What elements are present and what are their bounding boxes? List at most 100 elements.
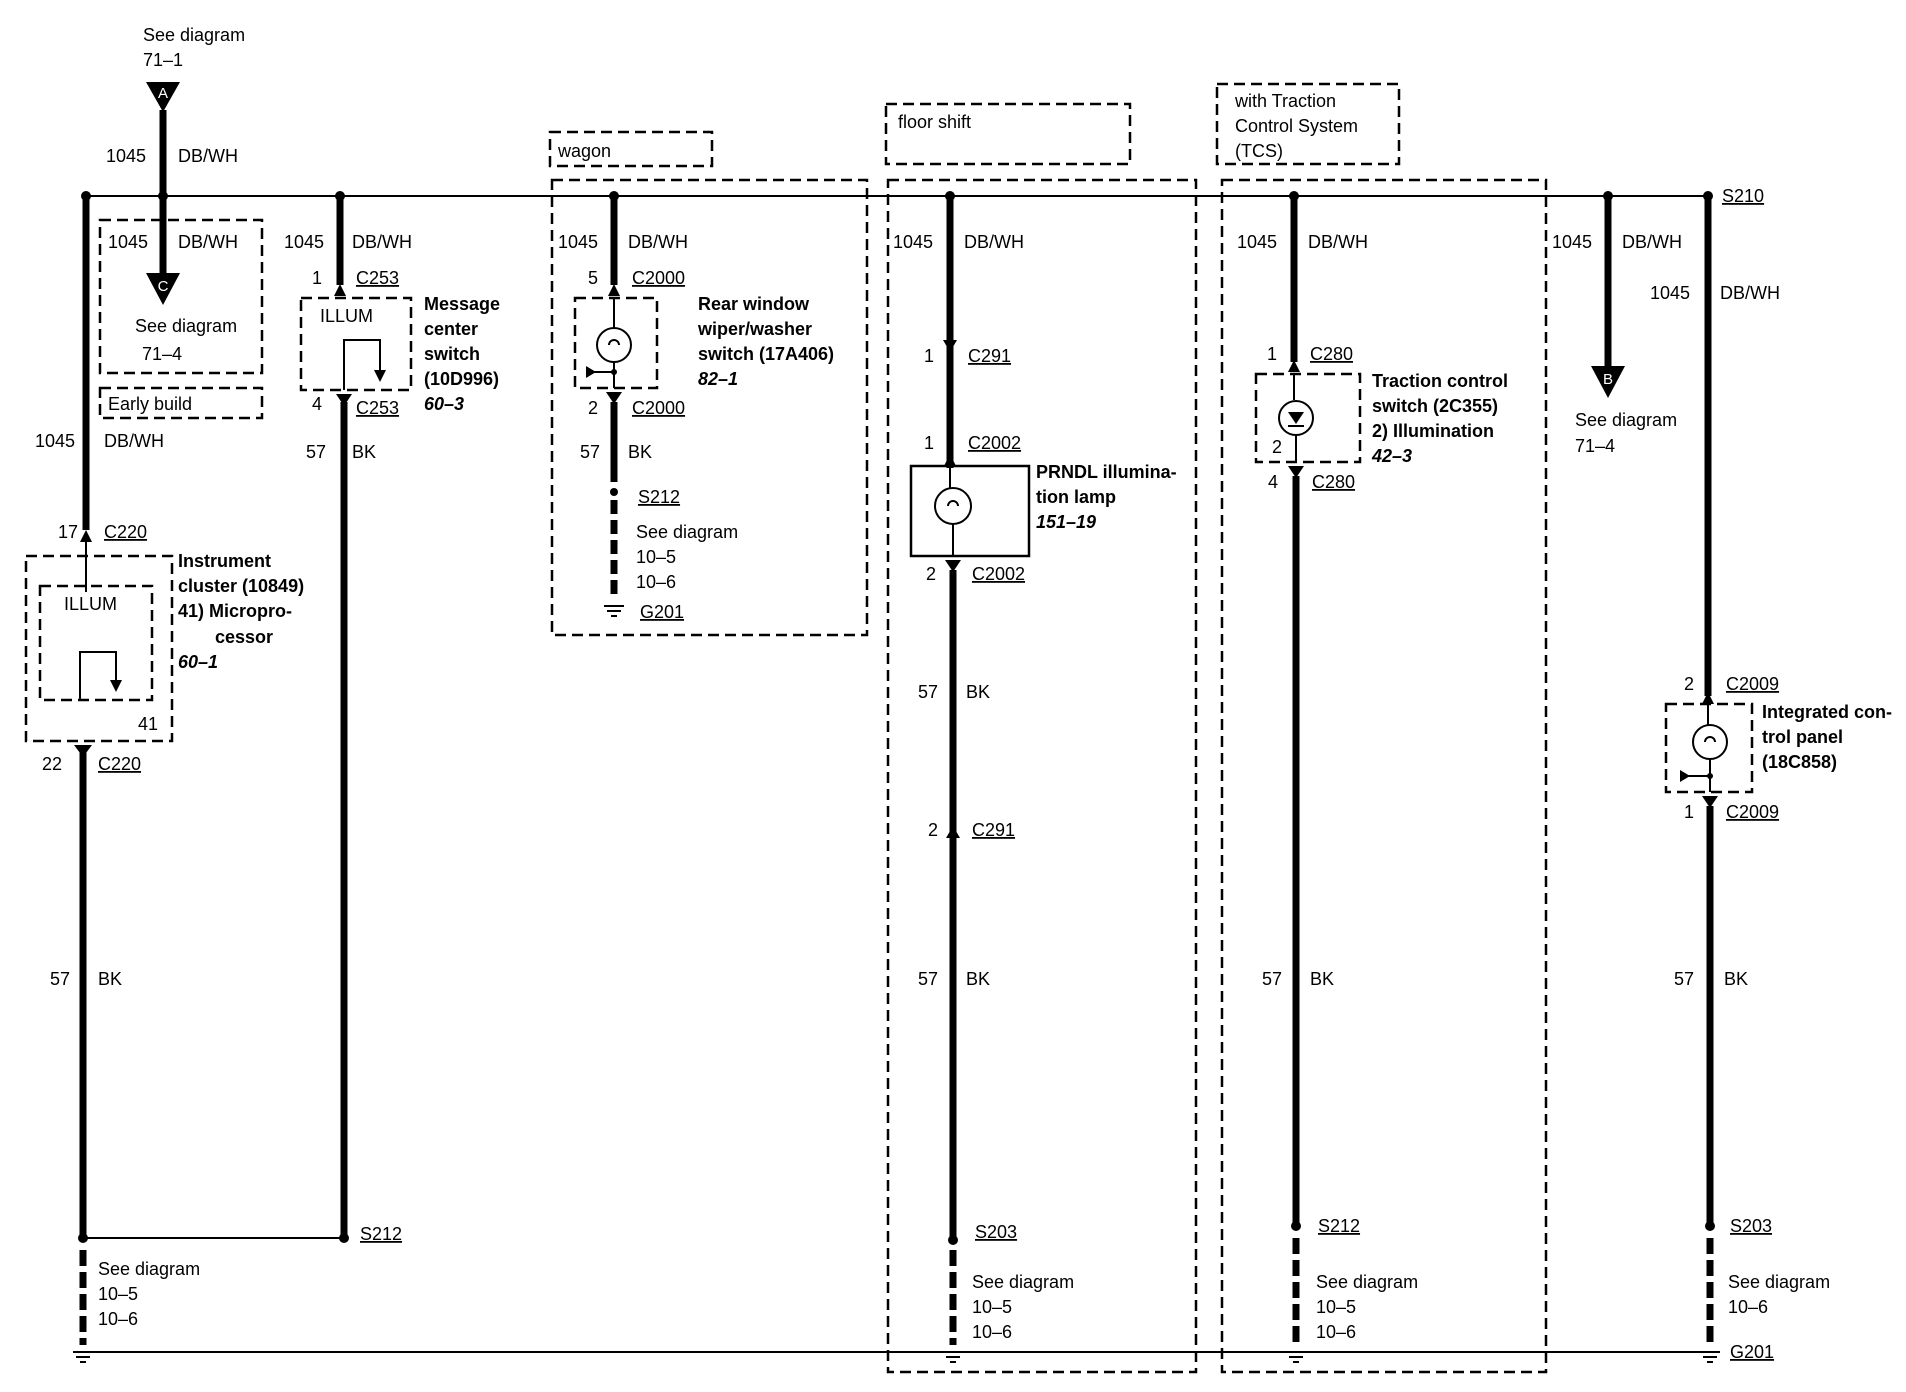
message-connector-out: C253 [356,398,399,418]
wire-color-bk: BK [98,969,122,989]
connector-arrow [80,530,92,542]
see-diagram-10-6: 10–6 [972,1322,1012,1342]
cluster-illum-arrow [110,680,122,692]
wire-color-bk: BK [352,442,376,462]
traction-pin-out: 4 [1268,472,1278,492]
message-illum-arrow [374,370,386,382]
wire-color-dbwh: DB/WH [104,431,164,451]
wire-label-57: 57 [918,969,938,989]
cluster-label-1: Instrument [178,551,271,571]
cluster-pin-in: 17 [58,522,78,542]
traction-pin-in: 1 [1267,344,1277,364]
wagon-label: wagon [557,141,611,161]
wire-label-57: 57 [50,969,70,989]
wire-color-bk: BK [966,682,990,702]
wire-color-bk: BK [628,442,652,462]
cluster-connector-out: C220 [98,754,141,774]
see-diagram-label: See diagram [1316,1272,1418,1292]
led-diode-icon [1288,412,1304,424]
cluster-label-2: cluster (10849) [178,576,304,596]
prndl-c2002-pin1: 1 [924,433,934,453]
cluster-ref: 60–1 [178,652,218,672]
rear-splice: S212 [638,487,680,507]
connector-arrow [944,454,956,466]
svg-text:B: B [1603,371,1613,388]
wire-label-1045: 1045 [1237,232,1277,252]
lamp-filament [608,339,620,346]
connector-marker-c: C [146,273,180,305]
see-diagram-label: See diagram [98,1259,200,1279]
see-diagram-10-5: 10–5 [1316,1297,1356,1317]
cluster-outer-box [24,554,174,743]
wire-color-dbwh: DB/WH [352,232,412,252]
wire-color-dbwh: DB/WH [628,232,688,252]
rear-connector-out: C2000 [632,398,685,418]
lamp-filament [1704,736,1716,743]
ground-icon [1700,1351,1720,1363]
prndl-label-2: tion lamp [1036,487,1116,507]
see-diagram-10-5: 10–5 [972,1297,1012,1317]
lamp-filament [947,500,959,507]
ground-icon [73,1351,93,1363]
splice-dot [1291,1221,1301,1231]
connector-arrow [608,284,620,296]
prndl-c2002-a: C2002 [968,433,1021,453]
cluster-label-4: cessor [215,627,273,647]
see-diagram-10-6: 10–6 [98,1309,138,1329]
splice-s212-right: S212 [1318,1216,1360,1236]
wagon-box [550,178,869,637]
rear-label-1: Rear window [698,294,810,314]
wire-color-bk: BK [1310,969,1334,989]
icp-label-3: (18C858) [1762,752,1837,772]
wire-label-1045: 1045 [558,232,598,252]
ground-icon [943,1351,963,1363]
splice-s203-mid: S203 [975,1222,1017,1242]
message-label-2: center [424,319,478,339]
cluster-connector-in: C220 [104,522,147,542]
traction-label-3: 2) Illumination [1372,421,1494,441]
see-diagram-10-6: 10–6 [1316,1322,1356,1342]
wire-color-dbwh: DB/WH [1308,232,1368,252]
early-build-box [98,218,264,375]
wire-color-dbwh: DB/WH [178,146,238,166]
message-label-3: switch [424,344,480,364]
cluster-illum-box [38,584,154,702]
wire-label-57: 57 [580,442,600,462]
wire-label-57: 57 [918,682,938,702]
cluster-pin-out: 22 [42,754,62,774]
connector-marker-a: A [146,82,180,112]
wire-label-1045: 1045 [284,232,324,252]
connector-arrow [943,340,957,352]
cluster-label-3: 41) Micropro- [178,601,292,621]
traction-label-1: Traction control [1372,371,1508,391]
traction-switch-box [1254,372,1362,464]
icp-label-2: trol panel [1762,727,1843,747]
tcs-box [1220,178,1548,1374]
icp-pin-in: 2 [1684,674,1694,694]
wire-color-bk: BK [1724,969,1748,989]
splice-dot [948,1235,958,1245]
message-ref: 60–3 [424,394,464,414]
see-diagram-10-5: 10–5 [98,1284,138,1304]
wire-label-57: 57 [1262,969,1282,989]
connector-arrow [945,560,961,572]
wagon-label-box [548,130,714,168]
see-diagram-label: See diagram [972,1272,1074,1292]
dimmer-arrow-icon [1680,770,1690,782]
icp-pin-out: 1 [1684,802,1694,822]
lamp-icon [596,327,632,363]
rear-label-2: wiper/washer [697,319,812,339]
ground-icon [604,605,624,617]
floor-shift-label: floor shift [898,112,971,132]
splice-s210: S210 [1722,186,1764,206]
connector-arrow [74,745,92,757]
prndl-ref: 151–19 [1036,512,1096,532]
lamp-icon [1692,724,1728,760]
cluster-illum-label: ILLUM [64,594,117,614]
rear-see-10-6: 10–6 [636,572,676,592]
icp-label-1: Integrated con- [1762,702,1892,722]
prndl-c2002-pin2: 2 [926,564,936,584]
connector-arrow [336,394,352,406]
rear-pin-out: 2 [588,398,598,418]
tcs-label-3: (TCS) [1235,141,1283,161]
